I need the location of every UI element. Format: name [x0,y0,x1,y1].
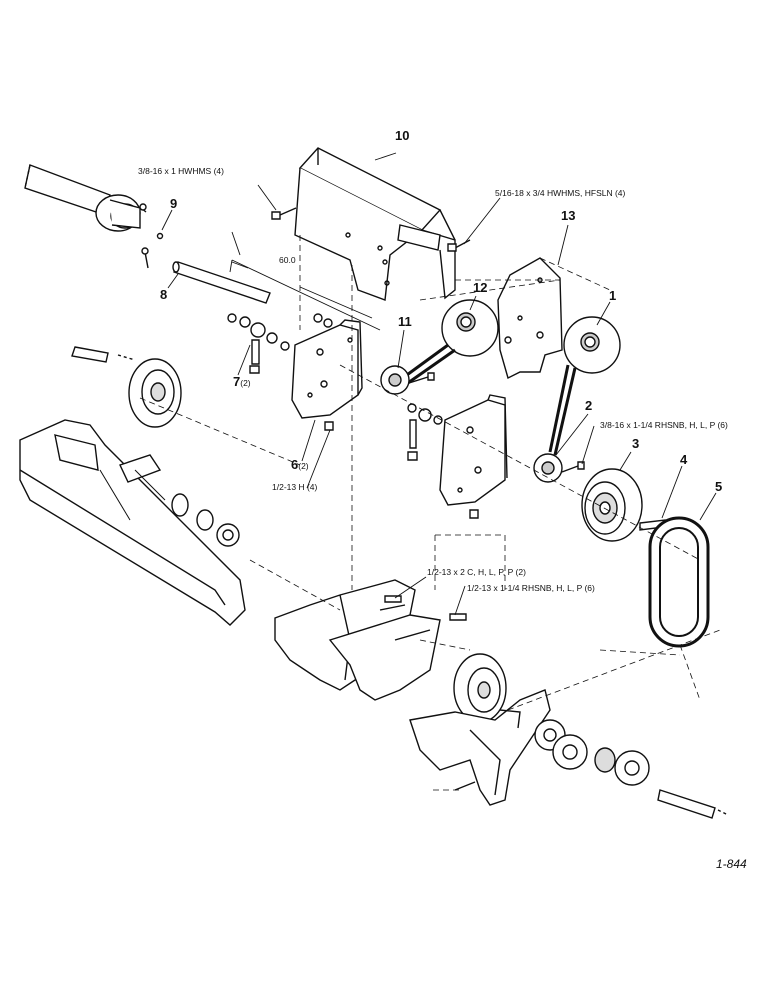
callout-10: 10 [395,128,410,143]
pulley-3 [582,469,642,541]
hardware-spec-1-2-13-h: 1/2-13 H (4) [272,482,318,492]
pulley-left-upper [72,347,181,427]
hardware-spec-1-2-13x1-1-4: 1/2-13 x 1-1/4 RHSNB, H, L, P (6) [467,583,595,593]
bearing-flange-2 [534,454,584,482]
dimension-label: 60.0 [279,255,296,265]
drive-shaft-upper [25,165,163,268]
bearing-insert-12 [400,300,498,385]
callout-13: 13 [561,208,576,223]
belt-5 [650,518,708,646]
side-plate-13 [498,258,562,378]
callout-2: 2 [585,398,593,413]
callout-3: 3 [632,436,640,451]
shield-10 [295,148,455,300]
shaft-8 [173,260,380,330]
shield-bolts [272,208,470,251]
hardware-spec-5-16-18x3-4: 5/16-18 x 3/4 HWHMS, HFSLN (4) [495,188,626,198]
hardware-spec-3-8-16x1-1-4: 3/8-16 x 1-1/4 RHSNB, H, L, P (6) [600,420,728,430]
bearing-insert-1 [550,317,620,455]
frame-lower-right [410,690,728,818]
pulley-lower [454,654,506,722]
bracket-6-right [408,395,507,518]
bolt-assembly-7 [228,314,333,430]
callout-6-number: 6 [291,457,299,472]
callout-6-quantity: (2) [298,461,309,471]
callout-5: 5 [715,479,723,494]
lower-bracket-assembly [275,580,466,700]
callout-4: 4 [680,452,688,467]
hardware-spec-1-2-13x2: 1/2-13 x 2 C, H, L, P, P (2) [427,567,526,577]
leader-lines [162,153,716,615]
callout-7: 7(2) [233,374,251,389]
callout-1: 1 [609,288,617,303]
callout-6: 6(2) [291,457,309,472]
callout-11: 11 [398,314,412,329]
figure-id: 1-844 [716,857,747,871]
bracket-6-left [292,320,362,418]
callout-12: 12 [473,280,488,295]
callout-9: 9 [170,196,178,211]
callout-8: 8 [160,287,168,302]
frame-beam-left [20,420,245,625]
callout-7-number: 7 [233,374,241,389]
alignment-lines [140,235,720,790]
hardware-spec-3-8-16x1: 3/8-16 x 1 HWHMS (4) [138,166,224,176]
bearing-flange-11 [381,366,434,394]
callout-7-quantity: (2) [240,378,251,388]
